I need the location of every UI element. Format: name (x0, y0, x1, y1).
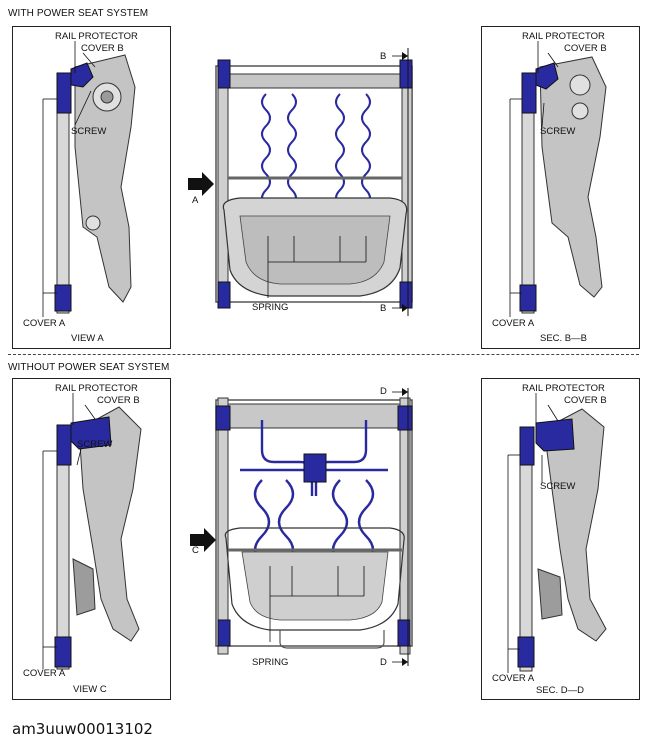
section-marker-bottom: B (380, 303, 387, 314)
section-frame-illustration (507, 393, 607, 673)
rail-protector-label: RAIL PROTECTOR (522, 383, 605, 394)
section-marker-top: B (380, 51, 387, 62)
cover-b-label: COVER B (81, 43, 124, 54)
arrow-label: C (192, 545, 199, 556)
screw-label: SCREW (540, 481, 576, 492)
screw-label: SCREW (71, 126, 107, 137)
section-caption: SEC. B—B (540, 333, 587, 344)
cover-a-label: COVER A (23, 318, 66, 329)
view-arrow-icon (190, 528, 216, 552)
bottom-section-title: WITHOUT POWER SEAT SYSTEM (8, 362, 170, 373)
view-caption: VIEW A (71, 333, 104, 344)
cover-a-label: COVER A (492, 318, 535, 329)
screw-label: SCREW (540, 126, 576, 137)
cover-a-label: COVER A (23, 668, 66, 679)
rail-protector-label: RAIL PROTECTOR (55, 31, 138, 42)
seat-frame-top-illustration (188, 48, 413, 316)
section-marker-bottom: D (380, 657, 387, 668)
seat-frame-bottom-illustration (190, 388, 413, 666)
section-marker-top: D (380, 386, 387, 397)
cover-b-label: COVER B (564, 43, 607, 54)
cover-b-label: COVER B (564, 395, 607, 406)
rail-protector-label: RAIL PROTECTOR (522, 31, 605, 42)
side-frame-illustration (42, 41, 136, 317)
section-divider (8, 354, 639, 355)
view-arrow-icon (188, 172, 214, 196)
top-view-a-panel: RAIL PROTECTOR COVER B SCREW COVER A VIE… (12, 26, 171, 349)
cover-a-label: COVER A (492, 673, 535, 684)
section-caption: SEC. D—D (536, 685, 585, 696)
view-caption: VIEW C (73, 684, 107, 695)
document-id: am3uuw00013102 (12, 720, 153, 738)
cover-b-label: COVER B (97, 395, 140, 406)
bottom-sec-dd-panel: RAIL PROTECTOR COVER B SCREW COVER A SEC… (481, 378, 640, 700)
rail-protector-label: RAIL PROTECTOR (55, 383, 138, 394)
arrow-label: A (192, 195, 199, 206)
screw-label: SCREW (77, 439, 113, 450)
side-frame-illustration (42, 393, 142, 670)
section-frame-illustration (509, 41, 607, 317)
top-sec-bb-panel: RAIL PROTECTOR COVER B SCREW COVER A SEC… (481, 26, 640, 349)
spring-label: SPRING (252, 657, 289, 668)
bottom-view-c-panel: RAIL PROTECTOR COVER B SCREW COVER A VIE… (12, 378, 171, 700)
top-section-title: WITH POWER SEAT SYSTEM (8, 8, 149, 19)
spring-label: SPRING (252, 302, 289, 313)
